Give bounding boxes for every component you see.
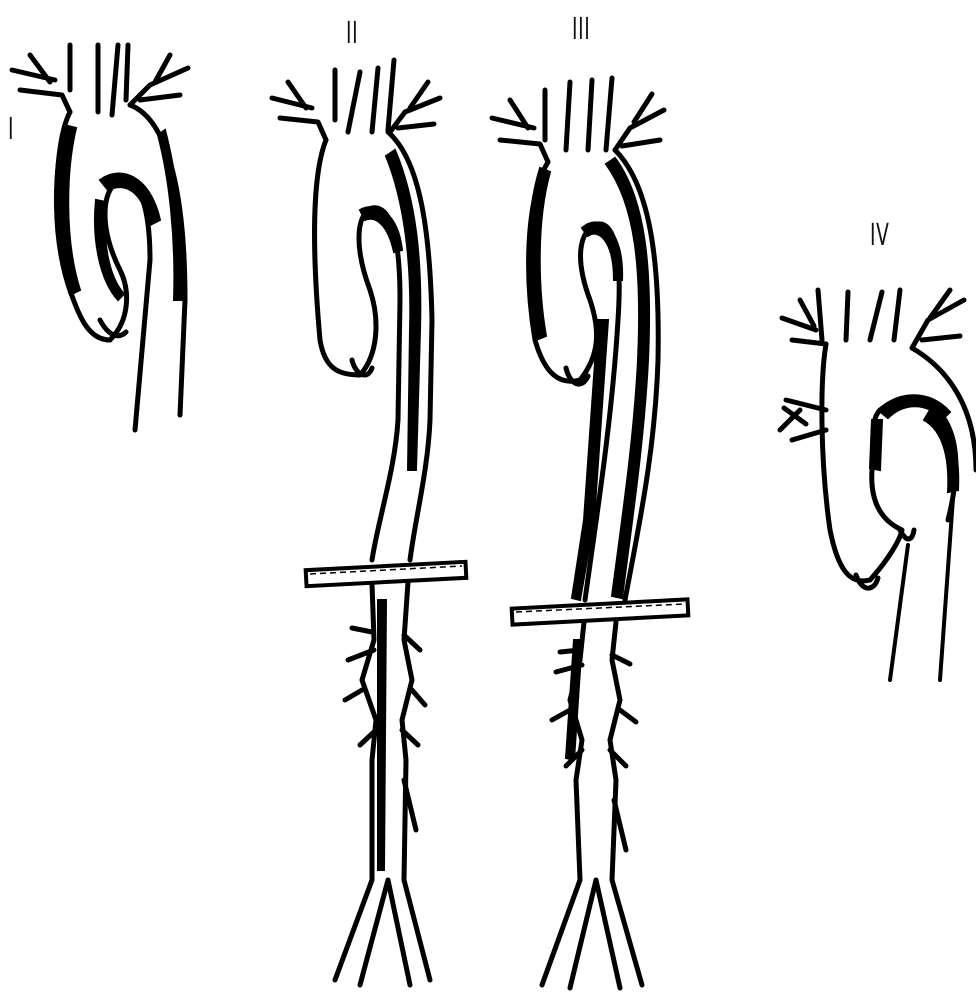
panel-ii-aorta	[272, 60, 466, 985]
panel-i-aorta	[12, 45, 188, 430]
panel-iv-aorta	[780, 290, 976, 680]
panel-iii-aorta	[492, 78, 688, 988]
